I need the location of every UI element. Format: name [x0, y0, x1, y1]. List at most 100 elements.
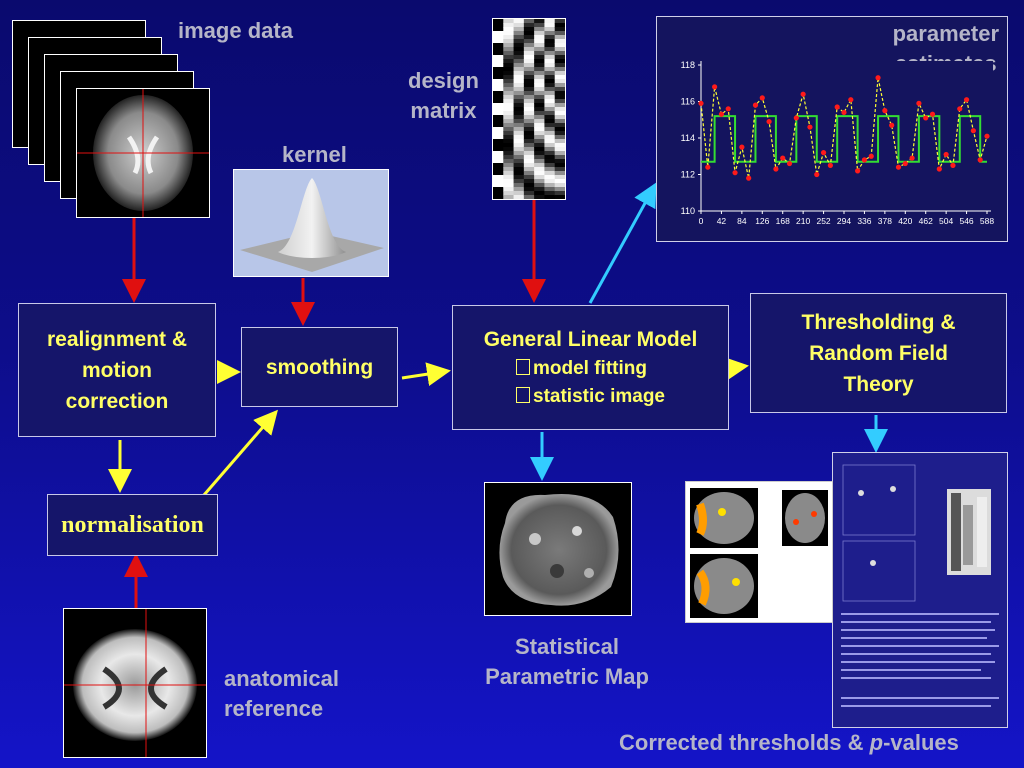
- kernel-image: [233, 169, 389, 277]
- label-corrected-thresholds: Corrected thresholds & p-values: [619, 728, 959, 758]
- caption-suffix: -values: [883, 730, 959, 755]
- label-design-matrix-line2: matrix: [410, 98, 477, 123]
- data-point: [820, 150, 827, 156]
- spm-results-sheet: [832, 452, 1008, 728]
- label-anatomical-reference: anatomical reference: [224, 664, 339, 724]
- fitted-line: [701, 115, 987, 163]
- data-point: [759, 95, 765, 101]
- parameter-estimates-panel: parameter estimates 11011211411611804284…: [656, 16, 1008, 242]
- arrow-glm-to-estimates: [588, 182, 657, 304]
- x-tick-label: 168: [776, 216, 790, 226]
- data-point: [827, 162, 833, 168]
- glm-item-label: statistic image: [533, 386, 665, 407]
- data-point: [814, 171, 820, 178]
- realignment-box: realignment & motion correction: [18, 303, 216, 437]
- normalisation-box: normalisation: [47, 494, 218, 556]
- data-point: [766, 118, 772, 125]
- threshold-box: Thresholding & Random Field Theory: [750, 293, 1007, 413]
- activation-slices: [685, 481, 833, 623]
- data-point: [889, 122, 895, 128]
- label-anatomical-line2: reference: [224, 696, 324, 721]
- data-point: [984, 133, 990, 139]
- x-tick-label: 294: [837, 216, 851, 226]
- x-tick-label: 126: [755, 216, 769, 226]
- data-point: [848, 97, 854, 103]
- data-point: [977, 157, 983, 163]
- label-anatomical-line1: anatomical: [224, 666, 339, 691]
- data-point: [909, 155, 915, 161]
- smoothing-label: smoothing: [265, 356, 374, 379]
- data-point: [739, 144, 745, 150]
- data-point: [875, 75, 881, 81]
- data-point: [943, 151, 949, 158]
- x-tick-label: 336: [857, 216, 871, 226]
- label-image-data: image data: [178, 18, 293, 43]
- arrow-glm-to-threshold: [723, 356, 749, 381]
- x-tick-label: 420: [898, 216, 912, 226]
- data-point: [705, 164, 711, 170]
- label-kernel: kernel: [282, 142, 347, 167]
- y-tick-label: 114: [681, 133, 695, 143]
- glm-item-statistic-image: statistic image: [516, 383, 665, 411]
- data-point: [950, 162, 956, 168]
- caption-p: p: [869, 730, 884, 755]
- x-tick-label: 210: [796, 216, 810, 226]
- glm-item-model-fitting: model fitting: [516, 355, 665, 383]
- label-spm-line2: Parametric Map: [485, 664, 649, 689]
- glm-title: General Linear Model: [483, 328, 698, 351]
- data-point: [807, 124, 813, 130]
- data-point: [970, 128, 976, 134]
- anatomical-reference-image: [63, 608, 207, 758]
- data-point: [936, 166, 942, 172]
- statistical-map-image: [484, 482, 632, 616]
- threshold-line1: Thresholding &: [801, 310, 956, 334]
- data-point: [963, 97, 970, 103]
- design-matrix-image: [492, 18, 566, 200]
- x-tick-label: 42: [717, 216, 727, 226]
- bullet-icon: [516, 387, 530, 403]
- arrow-smoothing-to-glm: [401, 362, 451, 387]
- x-tick-label: 252: [816, 216, 830, 226]
- plot-area: [699, 61, 993, 211]
- threshold-line2: Random Field: [809, 341, 948, 365]
- data-point: [957, 106, 963, 112]
- data-point: [861, 157, 868, 163]
- data-point: [882, 108, 888, 114]
- data-point: [855, 168, 861, 174]
- glm-items: model fitting statistic image: [516, 355, 665, 411]
- data-point: [752, 102, 759, 108]
- x-tick-label: 546: [959, 216, 973, 226]
- data-point: [923, 115, 929, 121]
- data-point: [841, 109, 847, 116]
- data-point: [902, 160, 908, 167]
- x-tick-label: 378: [878, 216, 892, 226]
- smoothing-box: smoothing: [241, 327, 398, 407]
- arrow-norm-to-smoothing: [202, 409, 278, 496]
- label-design-matrix-line1: design: [408, 68, 479, 93]
- data-point: [746, 175, 752, 181]
- realignment-line2: motion: [82, 358, 152, 382]
- y-tick-label: 116: [681, 97, 695, 107]
- x-tick-label: 84: [737, 216, 747, 226]
- threshold-line3: Theory: [843, 372, 914, 396]
- x-tick-label: 588: [980, 216, 994, 226]
- glm-item-label: model fitting: [533, 358, 647, 379]
- data-point: [916, 100, 922, 106]
- label-param-line1: parameter: [892, 21, 999, 46]
- data-point: [773, 166, 779, 172]
- caption-prefix: Corrected thresholds &: [619, 730, 870, 755]
- data-point: [834, 104, 840, 110]
- data-point: [786, 160, 793, 167]
- y-tick-label: 118: [681, 60, 695, 70]
- data-point: [800, 91, 806, 97]
- x-tick-label: 0: [699, 216, 704, 226]
- data-point: [698, 100, 704, 106]
- x-tick-label: 504: [939, 216, 953, 226]
- data-point: [793, 115, 799, 121]
- bullet-icon: [516, 359, 530, 375]
- data-point: [718, 111, 725, 117]
- y-tick-label: 110: [681, 206, 695, 216]
- data-point: [732, 170, 738, 176]
